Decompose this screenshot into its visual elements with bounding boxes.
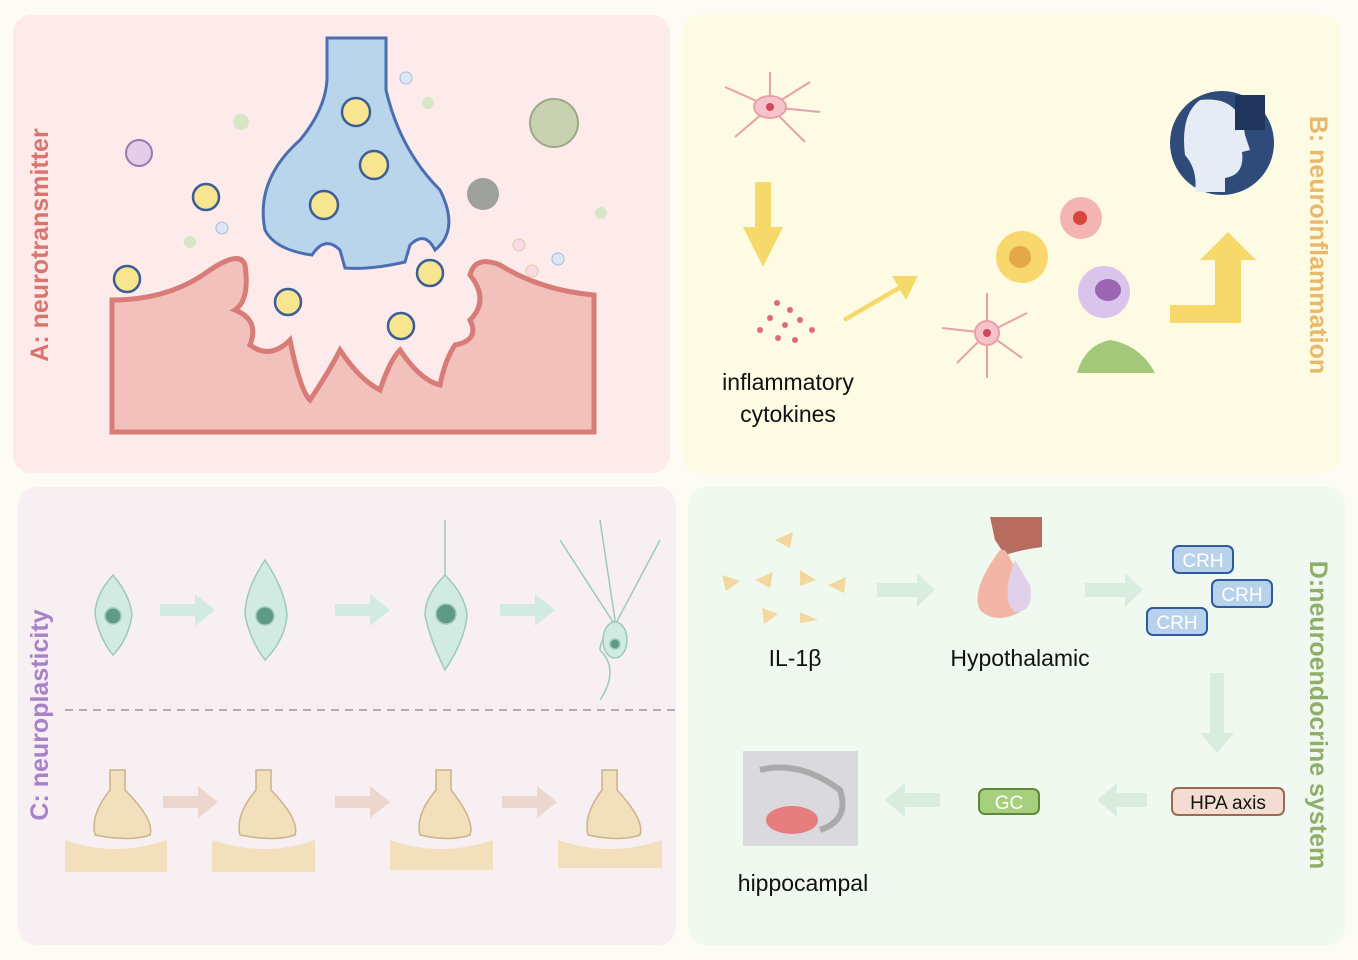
panel-neurotransmitter: A: neurotransmitter bbox=[13, 15, 670, 473]
crh-badge-1: CRH bbox=[1182, 551, 1223, 572]
arrow-down-icon bbox=[743, 182, 783, 267]
hpa-axis-box bbox=[1171, 787, 1285, 816]
panel-c-label: C: neuroplasticity bbox=[26, 609, 54, 820]
synaptic-vesicles bbox=[112, 96, 445, 341]
hippocampal-label: hippocampal bbox=[738, 870, 868, 896]
microglia-vesicle bbox=[529, 98, 579, 148]
crh-badges: CRH CRH CRH bbox=[1146, 545, 1273, 636]
panel-neuroplasticity: C: neuroplasticity bbox=[18, 487, 676, 945]
astrocyte-icon bbox=[941, 293, 1028, 378]
hypothalamic-label: Hypothalamic bbox=[950, 645, 1089, 671]
glial-cell-icon bbox=[724, 72, 821, 143]
neuron-growth-sequence bbox=[94, 519, 661, 701]
cytokines-label-line1: inflammatory bbox=[722, 369, 854, 395]
hpa-axis-label: HPA axis bbox=[1190, 793, 1266, 814]
crh-badge-3: CRH bbox=[1156, 613, 1197, 634]
arrow-up-right-icon bbox=[843, 276, 918, 322]
hypothalamus-icon bbox=[977, 517, 1042, 619]
neuron-arrows bbox=[160, 594, 555, 626]
gc-label: GC bbox=[995, 793, 1024, 814]
cytokine-dots-icon bbox=[757, 300, 815, 343]
panel-b-label: B: neuroinflammation bbox=[1304, 116, 1332, 374]
crh-badge-2: CRH bbox=[1221, 585, 1262, 606]
synapse-arrows bbox=[163, 786, 557, 818]
purple-vesicle bbox=[125, 139, 153, 167]
gray-particle bbox=[467, 178, 499, 210]
panel-c-bg bbox=[18, 487, 676, 945]
cytokines-label-line2: cytokines bbox=[740, 401, 836, 427]
arrow-up-icon bbox=[1170, 232, 1256, 323]
flow-arrows bbox=[877, 573, 1234, 817]
panel-neuroinflammation: B: neuroinflammation inflammatory cytoki… bbox=[682, 15, 1340, 473]
panel-d-label: D:neuroendocrine system bbox=[1304, 561, 1332, 869]
gc-box bbox=[978, 788, 1040, 815]
synapse-sequence bbox=[65, 769, 662, 872]
neurotransmitter-molecules bbox=[184, 71, 607, 278]
postsynaptic-membrane bbox=[109, 256, 597, 435]
il1b-label: IL-1β bbox=[769, 645, 822, 671]
presynaptic-terminal bbox=[261, 36, 451, 270]
green-cell-icon bbox=[1077, 340, 1155, 373]
panel-a-label: A: neurotransmitter bbox=[26, 128, 54, 362]
panel-neuroendocrine: D:neuroendocrine system IL-1β Hypothalam… bbox=[688, 487, 1345, 945]
hippocampus-image bbox=[743, 751, 858, 846]
brain-head-icon bbox=[1170, 91, 1274, 195]
il1b-triangles-icon bbox=[722, 532, 846, 624]
